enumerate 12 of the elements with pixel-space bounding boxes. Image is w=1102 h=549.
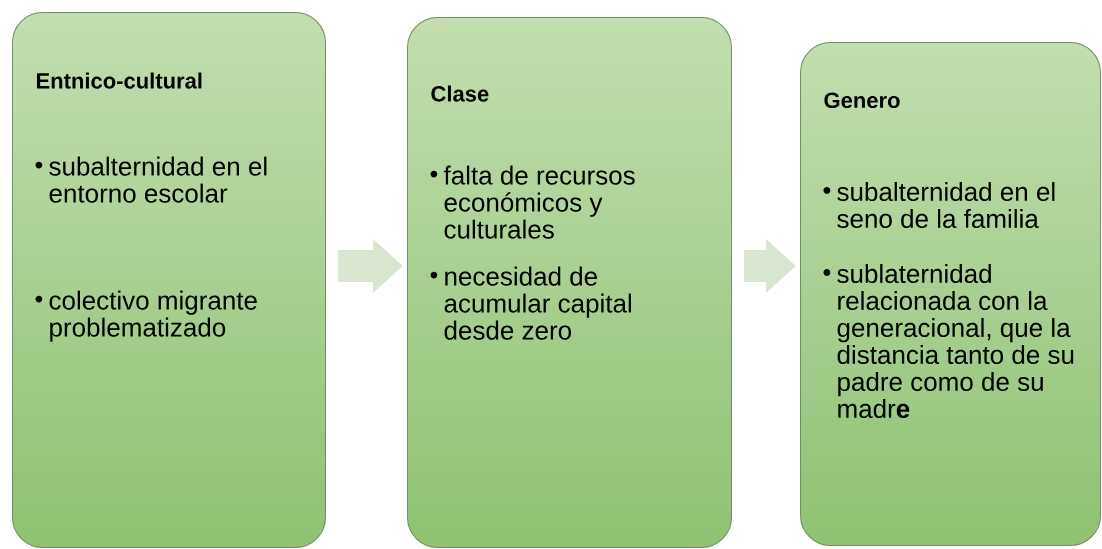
bullet-item: colectivo migrante problematizado <box>35 290 257 342</box>
bullet-item: falta de recursos económicos y culturales <box>430 165 635 239</box>
box-heading: Entnico-cultural <box>37 72 202 89</box>
process-box <box>12 12 326 548</box>
box-heading: Genero <box>824 92 900 109</box>
bullet-item: subalternidad en el seno de la familia <box>823 182 1055 229</box>
bullet-item: necesidad de acumular capital desde zero <box>430 266 631 340</box>
box-heading: Clase <box>431 85 489 102</box>
bullet-item: sublaternidad relacionada con la generacional, que la distancia tanto de su padre como de su madre <box>823 264 1074 419</box>
process-box <box>407 17 732 548</box>
process-box <box>800 42 1101 546</box>
bullet-item: subalternidad en el entorno escolar <box>35 156 267 203</box>
